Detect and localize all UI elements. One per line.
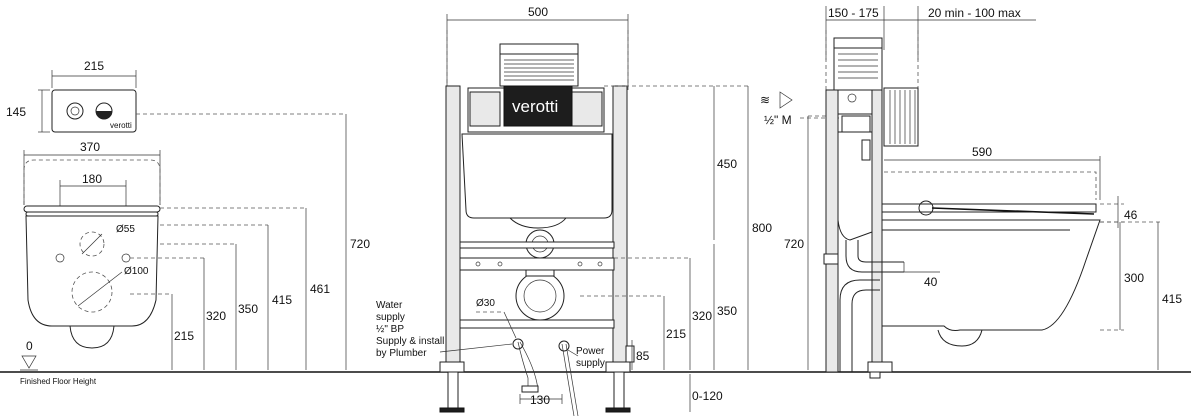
front-h215-label: 215	[174, 329, 194, 343]
floor-marker-triangle	[21, 355, 37, 369]
frame-h800-label: 800	[752, 221, 772, 235]
pan-width-label: 370	[80, 140, 100, 154]
water-pipe	[517, 341, 529, 388]
frame-right-leg	[613, 371, 625, 413]
cistern-tank	[461, 133, 613, 219]
front-h415-label: 415	[272, 293, 292, 307]
svg-text:supply: supply	[376, 312, 405, 323]
front-h320-label: 320	[206, 309, 226, 323]
outlet-100	[71, 271, 113, 313]
frame-h350-label: 350	[717, 304, 737, 318]
side-waste-bend	[845, 240, 904, 273]
side-pan-foot	[937, 329, 983, 347]
plate-height-label: 145	[6, 105, 26, 119]
front-h461-label: 461	[310, 282, 330, 296]
plate-width-label: 215	[84, 59, 104, 73]
cistern-logo: verotti	[512, 97, 558, 116]
svg-text:supply: supply	[576, 358, 605, 369]
frame-h450-label: 450	[717, 157, 737, 171]
power-supply-note: Power supply	[567, 346, 605, 369]
inlet-spacing-label: 130	[530, 393, 550, 407]
outlet-55-label: Ø55	[116, 224, 135, 235]
frame-h85-label: 85	[636, 349, 650, 363]
pan-body-front	[25, 215, 159, 327]
pan-foot-front	[69, 325, 115, 349]
flush-button-small	[66, 102, 84, 120]
outlet-100-label: Ø100	[124, 266, 149, 277]
frame-rail-upper	[459, 241, 615, 249]
side-h300-label: 300	[1124, 271, 1144, 285]
seat-hinge	[918, 200, 934, 216]
cistern-logo-badge	[503, 85, 573, 127]
side-wall-label: 20 min - 100 max	[928, 6, 1021, 20]
seat-lid-front	[23, 205, 161, 213]
flush-plate-body	[51, 89, 137, 133]
side-flush-valve	[833, 47, 883, 91]
pipe-diameter-label: Ø30	[476, 298, 495, 309]
front-h350-label: 350	[238, 302, 258, 316]
side-depth-label: 150 - 175	[828, 6, 879, 20]
side-h720-label: 720	[784, 237, 804, 251]
side-h46-label: 46	[1124, 208, 1138, 222]
floor-zero-label: 0	[26, 339, 33, 353]
leg-adjust-label: 0-120	[692, 389, 723, 403]
side-frame-upright	[825, 89, 839, 373]
frame-left-upright	[445, 85, 461, 373]
flush-valve-cap	[499, 43, 579, 55]
water-supply-note: Water supply ½" BP Supply & install by P…	[376, 300, 513, 359]
svg-text:Supply & install: Supply & install	[376, 336, 444, 347]
svg-text:Water: Water	[376, 300, 403, 311]
side-cistern	[837, 131, 873, 241]
front-h720-label: 720	[350, 237, 370, 251]
frame-h320-label: 320	[692, 309, 712, 323]
inlet-arrow-icon	[779, 91, 793, 109]
inlet-size-label: ½" M	[764, 113, 792, 127]
water-wave-icon: ≋	[760, 93, 770, 107]
outlet-55	[79, 231, 105, 257]
side-seat	[881, 203, 1097, 213]
flush-valve-body	[499, 53, 579, 87]
frame-h215-label: 215	[666, 327, 686, 341]
svg-text:Power: Power	[576, 346, 605, 357]
pan-projection-label: 590	[972, 145, 992, 159]
side-wall-plate	[883, 87, 919, 147]
frame-rail-mid	[459, 257, 615, 271]
side-h415-label: 415	[1162, 292, 1182, 306]
waste-pipe	[515, 271, 565, 321]
svg-text:by Plumber: by Plumber	[376, 348, 427, 359]
floor-height-label: Finished Floor Height	[20, 377, 97, 386]
plate-logo: verotti	[110, 121, 132, 130]
fixing-spacing-label: 180	[82, 172, 102, 186]
frame-left-leg	[447, 371, 459, 413]
side-frame-rear	[871, 89, 883, 373]
side-pan-body	[882, 219, 1101, 331]
side-h40-label: 40	[924, 275, 938, 289]
flush-plate: verotti	[51, 89, 137, 133]
frame-right-upright	[612, 85, 628, 373]
svg-text:½" BP: ½" BP	[376, 324, 404, 335]
frame-width-label: 500	[528, 5, 548, 19]
frame-rail-lower	[459, 319, 615, 329]
